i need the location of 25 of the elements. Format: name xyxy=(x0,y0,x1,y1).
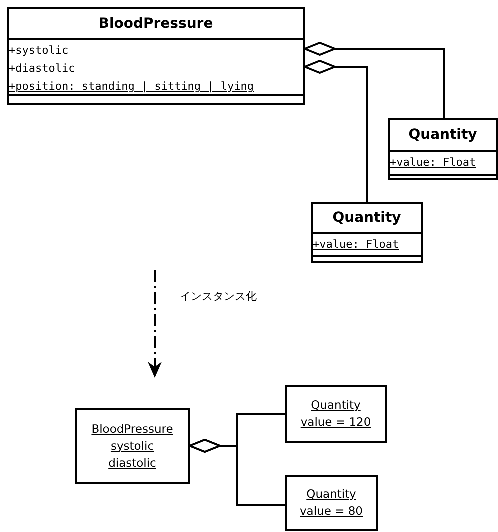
attribute-text: +position: standing | sitting | lying xyxy=(9,79,254,95)
note-text: インスタンス化 xyxy=(180,289,257,304)
attribute-text: value = 80 xyxy=(300,503,363,520)
class-box xyxy=(311,202,423,263)
attribute-text: +value: Float xyxy=(313,237,400,253)
class-box xyxy=(388,118,498,180)
class-name: Quantity xyxy=(332,210,402,226)
class-name: BloodPressure xyxy=(98,16,214,32)
object-box xyxy=(75,408,190,484)
class-name: Quantity xyxy=(408,127,478,143)
object-box xyxy=(285,475,378,531)
object-name: BloodPressure xyxy=(92,420,174,438)
attribute-text: +systolic xyxy=(9,43,69,59)
attribute-text: diastolic xyxy=(108,454,156,472)
aggregation-line xyxy=(304,60,368,202)
attribute-text: systolic xyxy=(110,438,154,454)
object-box xyxy=(285,385,387,443)
aggregation-line xyxy=(189,439,285,506)
aggregation-line xyxy=(304,42,445,118)
object-name: Quantity xyxy=(311,397,361,414)
object-name: Quantity xyxy=(306,486,356,503)
attribute-text: +diastolic xyxy=(9,61,76,77)
attribute-text: +value: Float xyxy=(390,155,476,171)
class-box xyxy=(7,7,305,105)
attribute-text: value = 120 xyxy=(300,414,372,431)
